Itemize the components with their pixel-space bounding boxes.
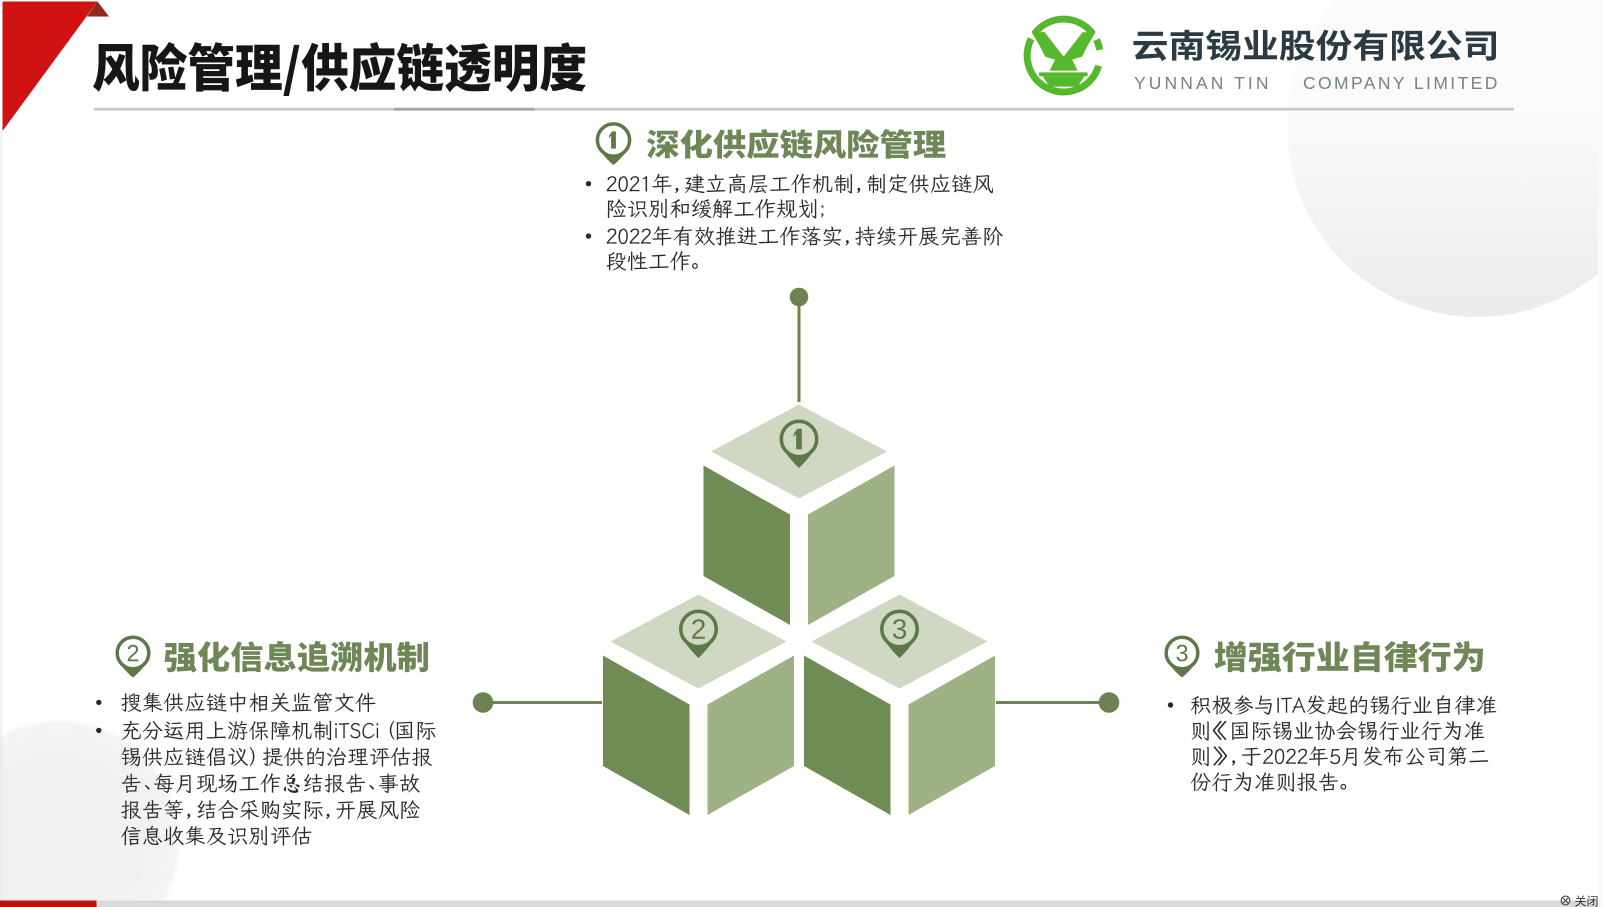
svg-text:COMPANY LIMITED: COMPANY LIMITED (1303, 73, 1500, 93)
svg-text:YUNNAN TIN: YUNNAN TIN (1134, 73, 1272, 93)
